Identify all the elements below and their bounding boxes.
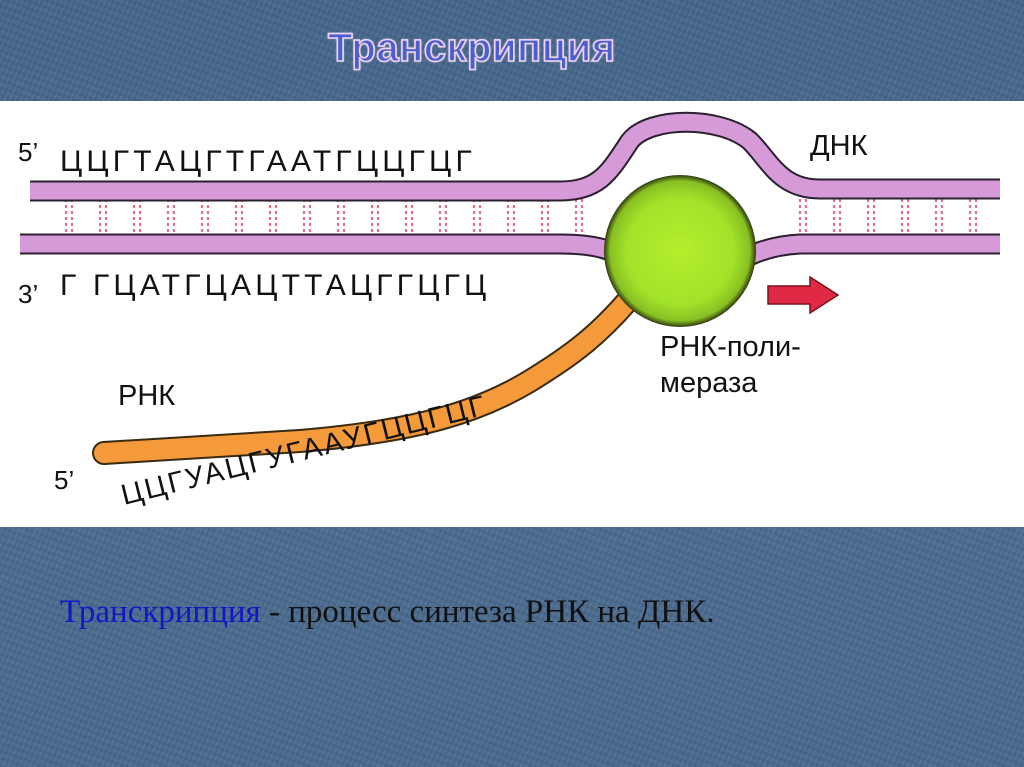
- top-strand-5-prime-label: 5’: [18, 137, 38, 167]
- diagram-svg: 5’ ЦЦГТАЦГТГААТГЦЦГЦГ 3’ Г ГЦАТГЦАЦТТАЦГ…: [18, 111, 1000, 512]
- direction-arrow-icon: [767, 275, 840, 315]
- rna-polymerase: [604, 175, 756, 327]
- slide-title: Транскрипция: [327, 25, 616, 71]
- polymerase-label-line2: мераза: [660, 367, 758, 399]
- bottom-strand-sequence: Г ГЦАТГЦАЦТТАЦГГЦГЦ: [60, 269, 490, 302]
- caption-term: Транскрипция: [60, 594, 261, 630]
- dna-label: ДНК: [810, 130, 868, 162]
- bottom-strand-3-prime-label: 3’: [18, 279, 38, 309]
- polymerase-label-line1: РНК-поли-: [660, 331, 801, 363]
- rna-label: РНК: [118, 380, 175, 412]
- definition-caption: Транскрипция - процесс синтеза РНК на ДН…: [60, 594, 715, 631]
- hydrogen-bonds-left: [64, 199, 584, 233]
- top-strand-sequence: ЦЦГТАЦГТГААТГЦЦГЦГ: [60, 145, 476, 178]
- rna-5-prime-label: 5’: [54, 465, 74, 495]
- caption-text: - процесс синтеза РНК на ДНК.: [260, 594, 715, 630]
- hydrogen-bonds-right: [798, 199, 978, 233]
- transcription-diagram: 5’ ЦЦГТАЦГТГААТГЦЦГЦГ 3’ Г ГЦАТГЦАЦТТАЦГ…: [0, 101, 1024, 527]
